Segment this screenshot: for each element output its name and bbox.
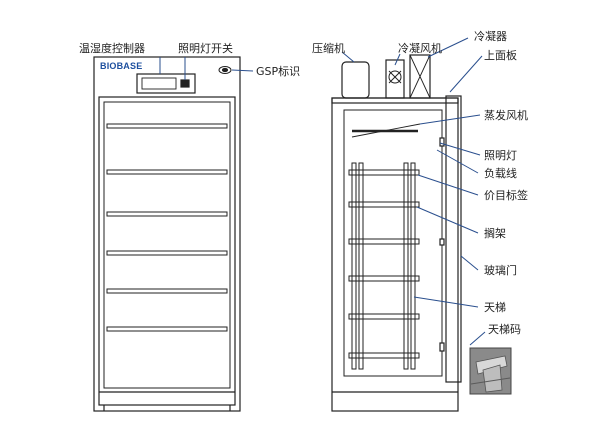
condenser-fan-housing xyxy=(385,59,405,99)
evaporator-fan-slant xyxy=(351,123,421,138)
ladder-rail xyxy=(403,162,409,370)
side-cabinet-outline xyxy=(331,97,459,412)
side-view xyxy=(331,54,462,412)
front-leaders xyxy=(159,57,254,80)
side-shelf xyxy=(348,313,420,320)
ladder-clip-leader xyxy=(469,331,486,346)
label-controller: 温湿度控制器 xyxy=(79,42,145,55)
load-line-leader xyxy=(436,149,479,174)
label-ladder-clip: 天梯码 xyxy=(488,323,521,336)
compressor-leader xyxy=(341,51,355,63)
side-shelf xyxy=(348,275,420,282)
condenser-fan-leader xyxy=(394,53,401,66)
top-panel-leader xyxy=(449,55,483,93)
side-shelf xyxy=(348,169,420,176)
label-condenser-fan: 冷凝风机 xyxy=(398,42,442,55)
ladder-rail xyxy=(410,162,416,370)
label-evaporator-fan: 蒸发风机 xyxy=(484,109,528,122)
label-glass-door: 玻璃门 xyxy=(484,264,517,277)
glass-door-leader xyxy=(460,255,479,271)
condenser-hatch xyxy=(409,54,431,99)
front-shelf xyxy=(106,123,228,129)
condenser-fan-rotor xyxy=(388,70,402,84)
front-cabinet-outline xyxy=(93,56,241,412)
label-compressor: 压缩机 xyxy=(312,42,345,55)
gsp-badge xyxy=(218,66,232,74)
front-door-inner xyxy=(103,101,231,389)
front-shelf xyxy=(106,288,228,294)
side-glass-door xyxy=(445,95,462,383)
label-light-switch: 照明灯开关 xyxy=(178,42,233,55)
ladder-right xyxy=(403,162,416,370)
door-hinge-top xyxy=(439,137,445,147)
front-shelf xyxy=(106,211,228,217)
controller-panel xyxy=(136,73,196,94)
side-top-compartment xyxy=(331,97,459,104)
gsp-leader xyxy=(231,69,254,72)
side-shelf xyxy=(348,201,420,208)
front-door-outer xyxy=(98,96,236,406)
front-shelves xyxy=(106,123,228,332)
compressor-body xyxy=(341,61,370,99)
label-shelf: 搁架 xyxy=(484,227,506,240)
evaporator-fan-leader xyxy=(419,114,481,125)
ladder-clip-photo xyxy=(469,347,512,395)
shelf-leader xyxy=(416,206,479,234)
side-shelf xyxy=(348,352,420,359)
door-hinge-bottom xyxy=(439,342,445,352)
gsp-badge-dot xyxy=(221,67,229,73)
door-hinge-mid xyxy=(439,238,445,246)
lighting-leader xyxy=(439,142,481,156)
ladder-left xyxy=(351,162,364,370)
brand-logo: BIOBASE xyxy=(100,61,143,71)
front-shelf xyxy=(106,326,228,332)
label-load-line: 负载线 xyxy=(484,167,517,180)
price-tag-leader xyxy=(417,174,479,196)
ladder-leader xyxy=(413,296,479,308)
label-price-tag: 价目标签 xyxy=(484,189,528,202)
controller-screen xyxy=(141,77,177,90)
label-gsp-logo: GSP标识 xyxy=(256,65,301,78)
ladder-rail xyxy=(358,162,364,370)
light-switch-button xyxy=(180,79,190,88)
side-shelves xyxy=(348,169,420,359)
front-shelf xyxy=(106,169,228,175)
photo-clip xyxy=(482,364,503,393)
side-shelf xyxy=(348,238,420,245)
front-view xyxy=(93,56,241,412)
label-ladder: 天梯 xyxy=(484,301,506,314)
label-lighting: 照明灯 xyxy=(484,149,517,162)
condenser-leader xyxy=(427,37,469,58)
side-leaders xyxy=(341,37,486,346)
ladder-rail xyxy=(351,162,357,370)
label-condenser: 冷凝器 xyxy=(474,30,507,43)
photo-shadow xyxy=(470,377,511,385)
label-top-panel: 上面板 xyxy=(484,49,517,62)
front-shelf xyxy=(106,250,228,256)
condenser-fan-blade xyxy=(388,70,402,84)
